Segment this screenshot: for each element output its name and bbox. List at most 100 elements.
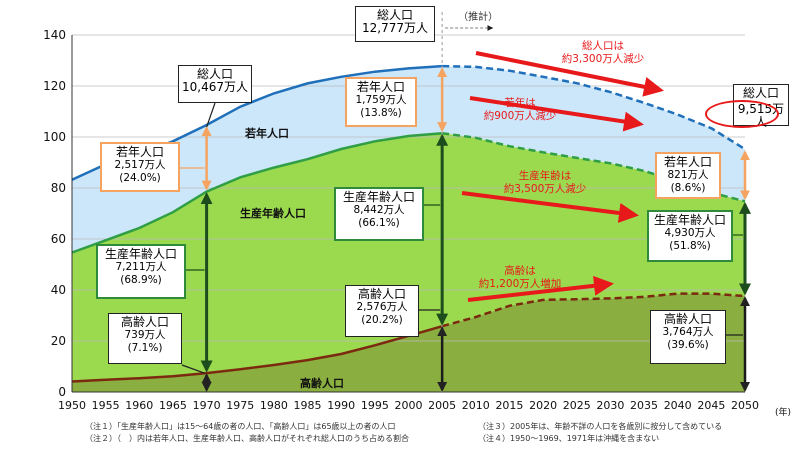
x-tick-label: 2000 <box>395 399 423 412</box>
trend-line1: 生産年齢は <box>518 170 572 182</box>
total-line-projected <box>442 64 746 151</box>
callout-title: 高齢人口 <box>120 315 169 329</box>
callout-value: 2,517万人 <box>114 159 166 171</box>
region-label-working: 生産年齢人口 <box>240 207 306 220</box>
working-line-actual <box>71 131 443 254</box>
trend-line2: 約3,500万人減少 <box>503 183 587 195</box>
y-tick-label: 140 <box>43 28 66 42</box>
callout-elderly-1970: 高齢人口 739万人 (7.1%) <box>108 313 182 364</box>
connector-elderly-1970 <box>181 364 205 374</box>
callout-working-2005: 生産年齢人口 8,442万人 (66.1%) <box>334 187 424 241</box>
callout-young-2005: 若年人口 1,759万人 (13.8%) <box>345 77 417 127</box>
connector-total-1970 <box>206 102 216 128</box>
callout-title: 総人口 <box>196 67 233 81</box>
trend-line1: 若年は <box>504 97 536 109</box>
x-tick-label: 1970 <box>193 399 221 412</box>
note-3: （注３）2005年は、年齢不詳の人口を各歳別に按分して含めている <box>478 422 723 431</box>
note-1: （注１）「生産年齢人口」は15～64歳の者の人口、「高齢人口」は65歳以上の者の… <box>85 422 396 431</box>
callout-value: 12,777万人 <box>362 21 428 35</box>
trend-line1: 高齢は <box>504 265 536 277</box>
x-unit-label: (年) <box>775 406 791 418</box>
callout-working-2050: 生産年齢人口 4,930万人 (51.8%) <box>647 210 733 262</box>
x-tick-label: 1985 <box>294 399 322 412</box>
note-2: （注２）（ ）内は若年人口、生産年齢人口、高齢人口がそれぞれ総人口のうち占める割… <box>85 434 409 443</box>
trend-young-text: 若年は 約900万人減少 <box>472 97 568 123</box>
y-tick-label: 20 <box>51 334 66 348</box>
callout-title: 若年人口 <box>115 145 164 159</box>
callout-total-1970: 総人口 10,467万人 <box>178 65 252 103</box>
callout-value: 7,211万人 <box>115 261 167 273</box>
callout-pct: (20.2%) <box>361 314 403 326</box>
y-tick-label: 120 <box>43 79 66 93</box>
x-tick-label: 2010 <box>462 399 490 412</box>
callout-title: 高齢人口 <box>357 287 406 301</box>
x-tick-label: 1965 <box>159 399 187 412</box>
x-tick-label: 2035 <box>630 399 658 412</box>
x-tick-label: 2005 <box>428 399 456 412</box>
x-tick-label: 1950 <box>58 399 86 412</box>
trend-working-text: 生産年齢は 約3,500万人減少 <box>495 170 595 196</box>
trend-young-arrow <box>469 96 644 132</box>
elderly-line-actual <box>71 324 443 383</box>
note-4: （注４）1950～1969、1971年は沖縄を含まない <box>478 434 660 443</box>
x-tick-label: 1980 <box>260 399 288 412</box>
callout-value: 739万人 <box>124 329 166 341</box>
callout-title: 総人口 <box>376 8 413 22</box>
x-tick-label: 2045 <box>697 399 725 412</box>
callout-title: 総人口 <box>742 86 779 100</box>
region-label-young: 若年人口 <box>245 127 289 140</box>
working-area <box>72 133 745 382</box>
callout-value: 10,467万人 <box>182 80 248 94</box>
trend-total-text: 総人口は 約3,300万人減少 <box>548 40 658 66</box>
callout-value: 3,764万人 <box>662 326 714 338</box>
trend-line2: 約3,300万人減少 <box>561 53 645 65</box>
x-tick-label: 2050 <box>731 399 759 412</box>
trend-line2: 約1,200万人増加 <box>478 278 562 290</box>
trend-working-arrow <box>461 191 639 223</box>
x-tick-label: 1995 <box>361 399 389 412</box>
callout-value: 8,442万人 <box>353 204 405 216</box>
callout-pct: (24.0%) <box>119 172 161 184</box>
callout-title: 若年人口 <box>356 80 405 94</box>
x-tick-label: 1960 <box>125 399 153 412</box>
callout-pct: (7.1%) <box>127 342 163 354</box>
y-tick-label: 60 <box>51 232 66 246</box>
trend-line1: 総人口は <box>582 40 624 52</box>
y-tick-label: 0 <box>58 385 66 399</box>
trend-elderly-arrow <box>467 275 614 302</box>
trend-elderly-text: 高齢は 約1,200万人増加 <box>470 265 570 291</box>
x-tick-label: 2015 <box>495 399 523 412</box>
callout-pct: (68.9%) <box>120 274 162 286</box>
callout-young-2050: 若年人口 821万人 (8.6%) <box>655 152 721 199</box>
callout-total-2005: 総人口 12,777万人 <box>355 6 435 42</box>
highlight-ellipse <box>705 100 779 128</box>
projection-label: （推計） <box>458 10 498 23</box>
callout-value: 2,576万人 <box>356 301 408 313</box>
callout-pct: (66.1%) <box>358 217 400 229</box>
callout-pct: (13.8%) <box>360 107 402 119</box>
y-tick-label: 100 <box>43 130 66 144</box>
x-tick-label: 1990 <box>327 399 355 412</box>
trend-total-arrow <box>475 51 664 97</box>
y-tick-label: 80 <box>51 181 66 195</box>
callout-elderly-2050: 高齢人口 3,764万人 (39.6%) <box>650 310 726 364</box>
callout-title: 生産年齢人口 <box>104 247 177 261</box>
callout-young-1970: 若年人口 2,517万人 (24.0%) <box>100 142 180 192</box>
callout-title: 高齢人口 <box>663 312 712 326</box>
trend-line2: 約900万人減少 <box>483 110 557 122</box>
x-tick-label: 1975 <box>226 399 254 412</box>
callout-value: 4,930万人 <box>664 227 716 239</box>
callout-pct: (39.6%) <box>667 339 709 351</box>
x-tick-label: 1955 <box>92 399 120 412</box>
x-tick-label: 2020 <box>529 399 557 412</box>
x-tick-label: 2040 <box>664 399 692 412</box>
callout-pct: (8.6%) <box>670 182 706 194</box>
callout-working-1970: 生産年齢人口 7,211万人 (68.9%) <box>96 244 186 299</box>
x-tick-label: 2025 <box>563 399 591 412</box>
callout-value: 1,759万人 <box>355 94 407 106</box>
callout-title: 生産年齢人口 <box>653 213 726 227</box>
region-label-elderly: 高齢人口 <box>300 377 344 390</box>
callout-title: 若年人口 <box>663 155 712 169</box>
elderly-area <box>72 293 745 392</box>
elderly-line-projected <box>441 292 746 328</box>
